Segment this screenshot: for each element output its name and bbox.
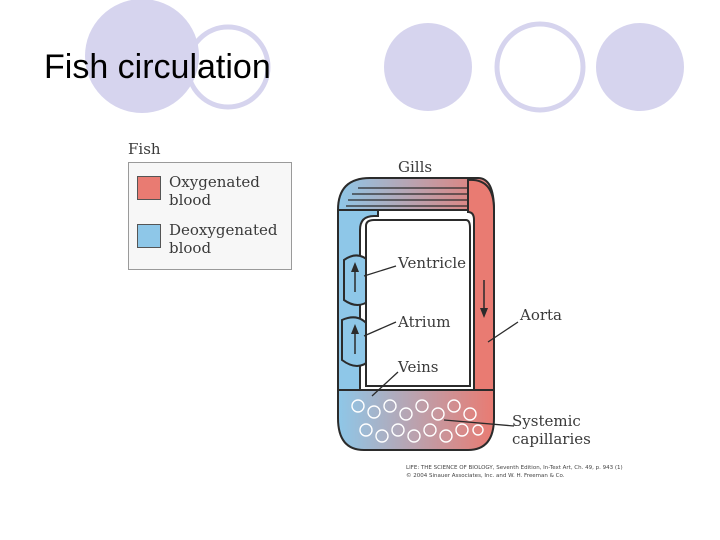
decor-circle-filled — [384, 23, 472, 111]
leader-atrium — [363, 321, 397, 337]
legend-item-oxygenated: Oxygenated blood — [137, 173, 260, 209]
legend-swatch-deoxygenated — [137, 224, 161, 248]
leader-capillaries — [443, 419, 515, 427]
leader-aorta — [487, 321, 519, 343]
figure-credit: LIFE: THE SCIENCE OF BIOLOGY, Seventh Ed… — [406, 465, 623, 479]
circulation-loop-graphic — [336, 177, 519, 451]
ventricle-arrow-head — [351, 262, 359, 272]
leader-veins — [371, 371, 399, 397]
legend-title: Fish — [128, 140, 161, 158]
decor-circle-filled — [596, 23, 684, 111]
legend-label-deoxygenated: Deoxygenated blood — [169, 221, 278, 257]
gill-filaments — [346, 187, 490, 207]
label-aorta: Aorta — [520, 306, 563, 324]
slide-title: Fish circulation — [44, 48, 271, 86]
decor-circle-ring — [185, 24, 271, 110]
legend-label-oxygenated: Oxygenated blood — [169, 173, 260, 209]
atrium-arrow-head — [351, 324, 359, 334]
inner-space — [365, 219, 471, 387]
legend-item-deoxygenated: Deoxygenated blood — [137, 221, 277, 257]
circulation-diagram: Gills Ventricle Atrium Veins Aorta Syste… — [318, 150, 608, 484]
decor-circle-filled — [85, 0, 199, 113]
label-ventricle: Ventricle — [398, 254, 467, 272]
label-gills: Gills — [398, 158, 433, 176]
legend-swatch-oxygenated — [137, 176, 161, 200]
label-veins: Veins — [398, 358, 439, 376]
capillary-bed — [337, 389, 495, 451]
legend-box: Oxygenated blood Deoxygenated blood — [128, 162, 292, 270]
legend: Fish Oxygenated blood Deoxygenated blood — [128, 140, 294, 272]
label-systemic-capillaries: Systemic capillaries — [512, 412, 591, 448]
leader-ventricle — [363, 265, 397, 277]
leader-lines — [363, 265, 519, 427]
capillary-network — [351, 399, 484, 443]
label-atrium: Atrium — [398, 313, 451, 331]
aorta-arrow-head — [480, 308, 488, 318]
aorta-vessel — [467, 178, 495, 401]
decor-circle-ring — [494, 21, 586, 113]
